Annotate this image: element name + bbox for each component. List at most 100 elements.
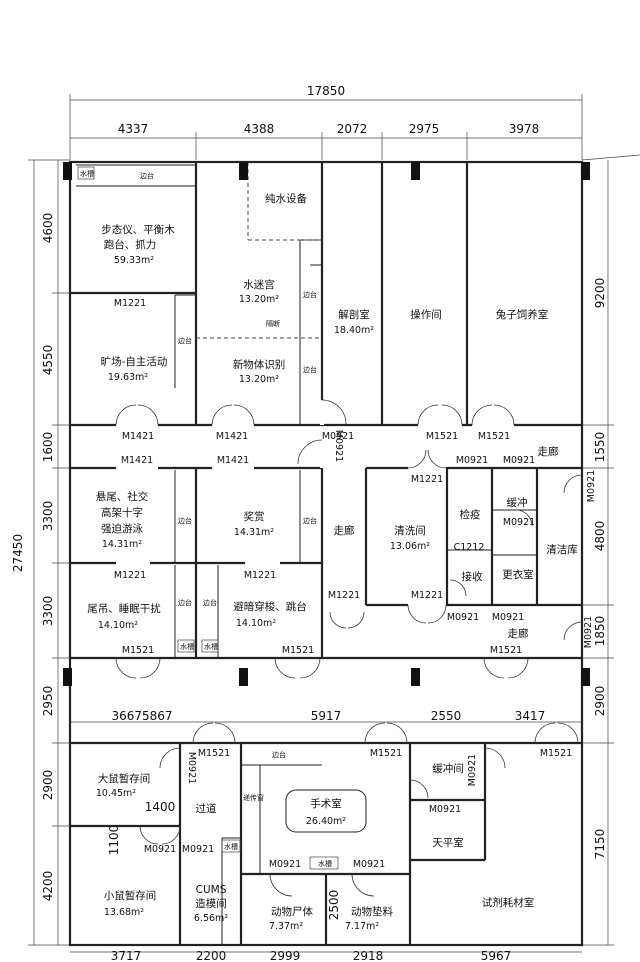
room-avoid-shuttle-area: 14.10m² bbox=[236, 618, 276, 629]
door-tag: M1221 bbox=[411, 474, 443, 485]
room-corridor-right: 走廊 bbox=[508, 627, 529, 640]
dim-left-6: 2950 bbox=[41, 686, 55, 717]
door-tag: M1521 bbox=[540, 748, 572, 759]
room-cums-line1: CUMS bbox=[196, 884, 227, 896]
room-mouse-hold: 小鼠暂存间 bbox=[104, 889, 157, 902]
room-buffer-bottom: 缓冲间 bbox=[432, 762, 464, 775]
dim-inner-2500: 2500 bbox=[327, 890, 341, 921]
dimension-lines bbox=[28, 94, 640, 953]
room-cums-line2: 造模间 bbox=[195, 897, 227, 910]
dim-mid-4: 3417 bbox=[515, 709, 546, 723]
door-tag: M1521 bbox=[370, 748, 402, 759]
dim-right-6: 7150 bbox=[593, 829, 607, 860]
sink-label: 水槽 bbox=[204, 642, 218, 651]
dim-top-3: 2072 bbox=[337, 122, 368, 136]
dim-left-1: 4600 bbox=[41, 213, 55, 244]
room-mouse-hold-area: 13.68m² bbox=[104, 907, 144, 918]
door-tag: M1521 bbox=[122, 645, 154, 656]
door-tag: M0921 bbox=[144, 844, 176, 855]
room-tail-susp-line3: 强迫游泳 bbox=[101, 522, 143, 535]
sink-label: 水槽 bbox=[318, 859, 332, 868]
room-gait-line2: 跑台、抓力 bbox=[104, 238, 157, 251]
door-tag: M0921 bbox=[456, 455, 488, 466]
room-novel-object-area: 13.20m² bbox=[239, 374, 279, 385]
room-labels: 步态仪、平衡木 跑台、抓力 59.33m² 纯水设备 水迷宫 13.20m² 解… bbox=[87, 192, 578, 932]
room-pure-water: 纯水设备 bbox=[265, 192, 307, 205]
door-tag: M1421 bbox=[121, 455, 153, 466]
dim-left-7: 2900 bbox=[41, 770, 55, 801]
dim-right-4: 1850 bbox=[593, 616, 607, 647]
room-water-maze-area: 13.20m² bbox=[239, 294, 279, 305]
sink-label: 水槽 bbox=[80, 169, 94, 178]
bench-label: 边台 bbox=[303, 516, 317, 525]
dim-left-2: 4550 bbox=[41, 345, 55, 376]
dim-right-5: 2900 bbox=[593, 686, 607, 717]
dim-left-3: 1600 bbox=[41, 432, 55, 463]
bench-label: 边台 bbox=[303, 365, 317, 374]
room-washing-area: 13.06m² bbox=[390, 541, 430, 552]
sink-label: 水槽 bbox=[180, 642, 194, 651]
door-tag: M0921 bbox=[447, 612, 479, 623]
door-tag: M1521 bbox=[478, 431, 510, 442]
door-swings bbox=[115, 399, 583, 897]
room-novel-object: 新物体识别 bbox=[233, 358, 286, 371]
room-surgery: 手术室 bbox=[310, 797, 342, 810]
door-tag: M0921 bbox=[503, 517, 535, 528]
room-open-field: 旷场-自主活动 bbox=[101, 355, 168, 368]
dim-bottom-4: 2918 bbox=[353, 949, 384, 962]
dim-overall-width: 17850 bbox=[307, 84, 345, 98]
room-carcass-area: 7.37m² bbox=[269, 921, 303, 932]
room-rabbit: 兔子饲养室 bbox=[496, 308, 549, 321]
door-tag: M1221 bbox=[114, 298, 146, 309]
door-tag: M1221 bbox=[114, 570, 146, 581]
room-rat-hold-area: 10.45m² bbox=[96, 788, 136, 799]
bench-label: 边台 bbox=[178, 598, 192, 607]
door-tag: M1521 bbox=[198, 748, 230, 759]
room-passage: 过道 bbox=[196, 802, 217, 815]
door-tag: M0921 bbox=[353, 859, 385, 870]
room-bedding-area: 7.17m² bbox=[345, 921, 379, 932]
room-washing: 清洗间 bbox=[394, 524, 426, 537]
room-avoid-shuttle: 避暗穿梭、跳台 bbox=[233, 600, 307, 613]
room-quarantine: 检疫 bbox=[460, 508, 481, 521]
room-tail-susp-line1: 悬尾、社交 bbox=[96, 490, 149, 503]
bench-label: 边台 bbox=[178, 336, 192, 345]
room-buffer-top: 缓冲 bbox=[507, 496, 528, 509]
bench-label: 边台 bbox=[272, 750, 286, 759]
walls bbox=[68, 160, 584, 947]
room-carcass: 动物尸体 bbox=[271, 905, 313, 918]
room-reward-area: 14.31m² bbox=[234, 527, 274, 538]
bench-label: 边台 bbox=[140, 171, 154, 180]
door-tag: M1221 bbox=[411, 590, 443, 601]
room-corridor-top: 走廊 bbox=[538, 445, 559, 458]
dim-mid-2: 5917 bbox=[311, 709, 342, 723]
room-cums-area: 6.56m² bbox=[194, 913, 228, 924]
door-tag: M1521 bbox=[426, 431, 458, 442]
room-rat-hold: 大鼠暂存间 bbox=[98, 772, 151, 785]
door-tag: M0921 bbox=[492, 612, 524, 623]
dim-mid-1: 36675867 bbox=[111, 709, 172, 723]
room-bedding: 动物垫料 bbox=[351, 905, 393, 918]
dimension-labels: 17850 4337 4388 2072 2975 3978 27450 460… bbox=[11, 84, 607, 962]
door-tag-vertical: M0921 bbox=[583, 616, 594, 648]
room-water-maze: 水迷宫 bbox=[243, 278, 275, 291]
room-cleaning-store: 清洁库 bbox=[546, 543, 578, 556]
dim-right-3: 4800 bbox=[593, 521, 607, 552]
door-tag: M0921 bbox=[322, 431, 354, 442]
dim-top-2: 4388 bbox=[244, 122, 275, 136]
room-operation: 操作间 bbox=[410, 308, 442, 321]
dim-mid-3: 2550 bbox=[431, 709, 462, 723]
room-gait-line1: 步态仪、平衡木 bbox=[101, 223, 175, 236]
dim-bottom-1: 3717 bbox=[111, 949, 142, 962]
bench-label: 边台 bbox=[203, 598, 217, 607]
dim-inner-1400: 1400 bbox=[145, 800, 176, 814]
bench-label: 边台 bbox=[178, 516, 192, 525]
door-tag: M1521 bbox=[490, 645, 522, 656]
dim-right-1: 9200 bbox=[593, 278, 607, 309]
door-tag-vertical: M0921 bbox=[586, 470, 597, 502]
room-gait-area: 59.33m² bbox=[114, 255, 154, 266]
dim-inner-1100: 1100 bbox=[107, 825, 121, 856]
door-tag-vertical: M0921 bbox=[467, 754, 478, 786]
room-hanging-tail-area: 14.10m² bbox=[98, 620, 138, 631]
